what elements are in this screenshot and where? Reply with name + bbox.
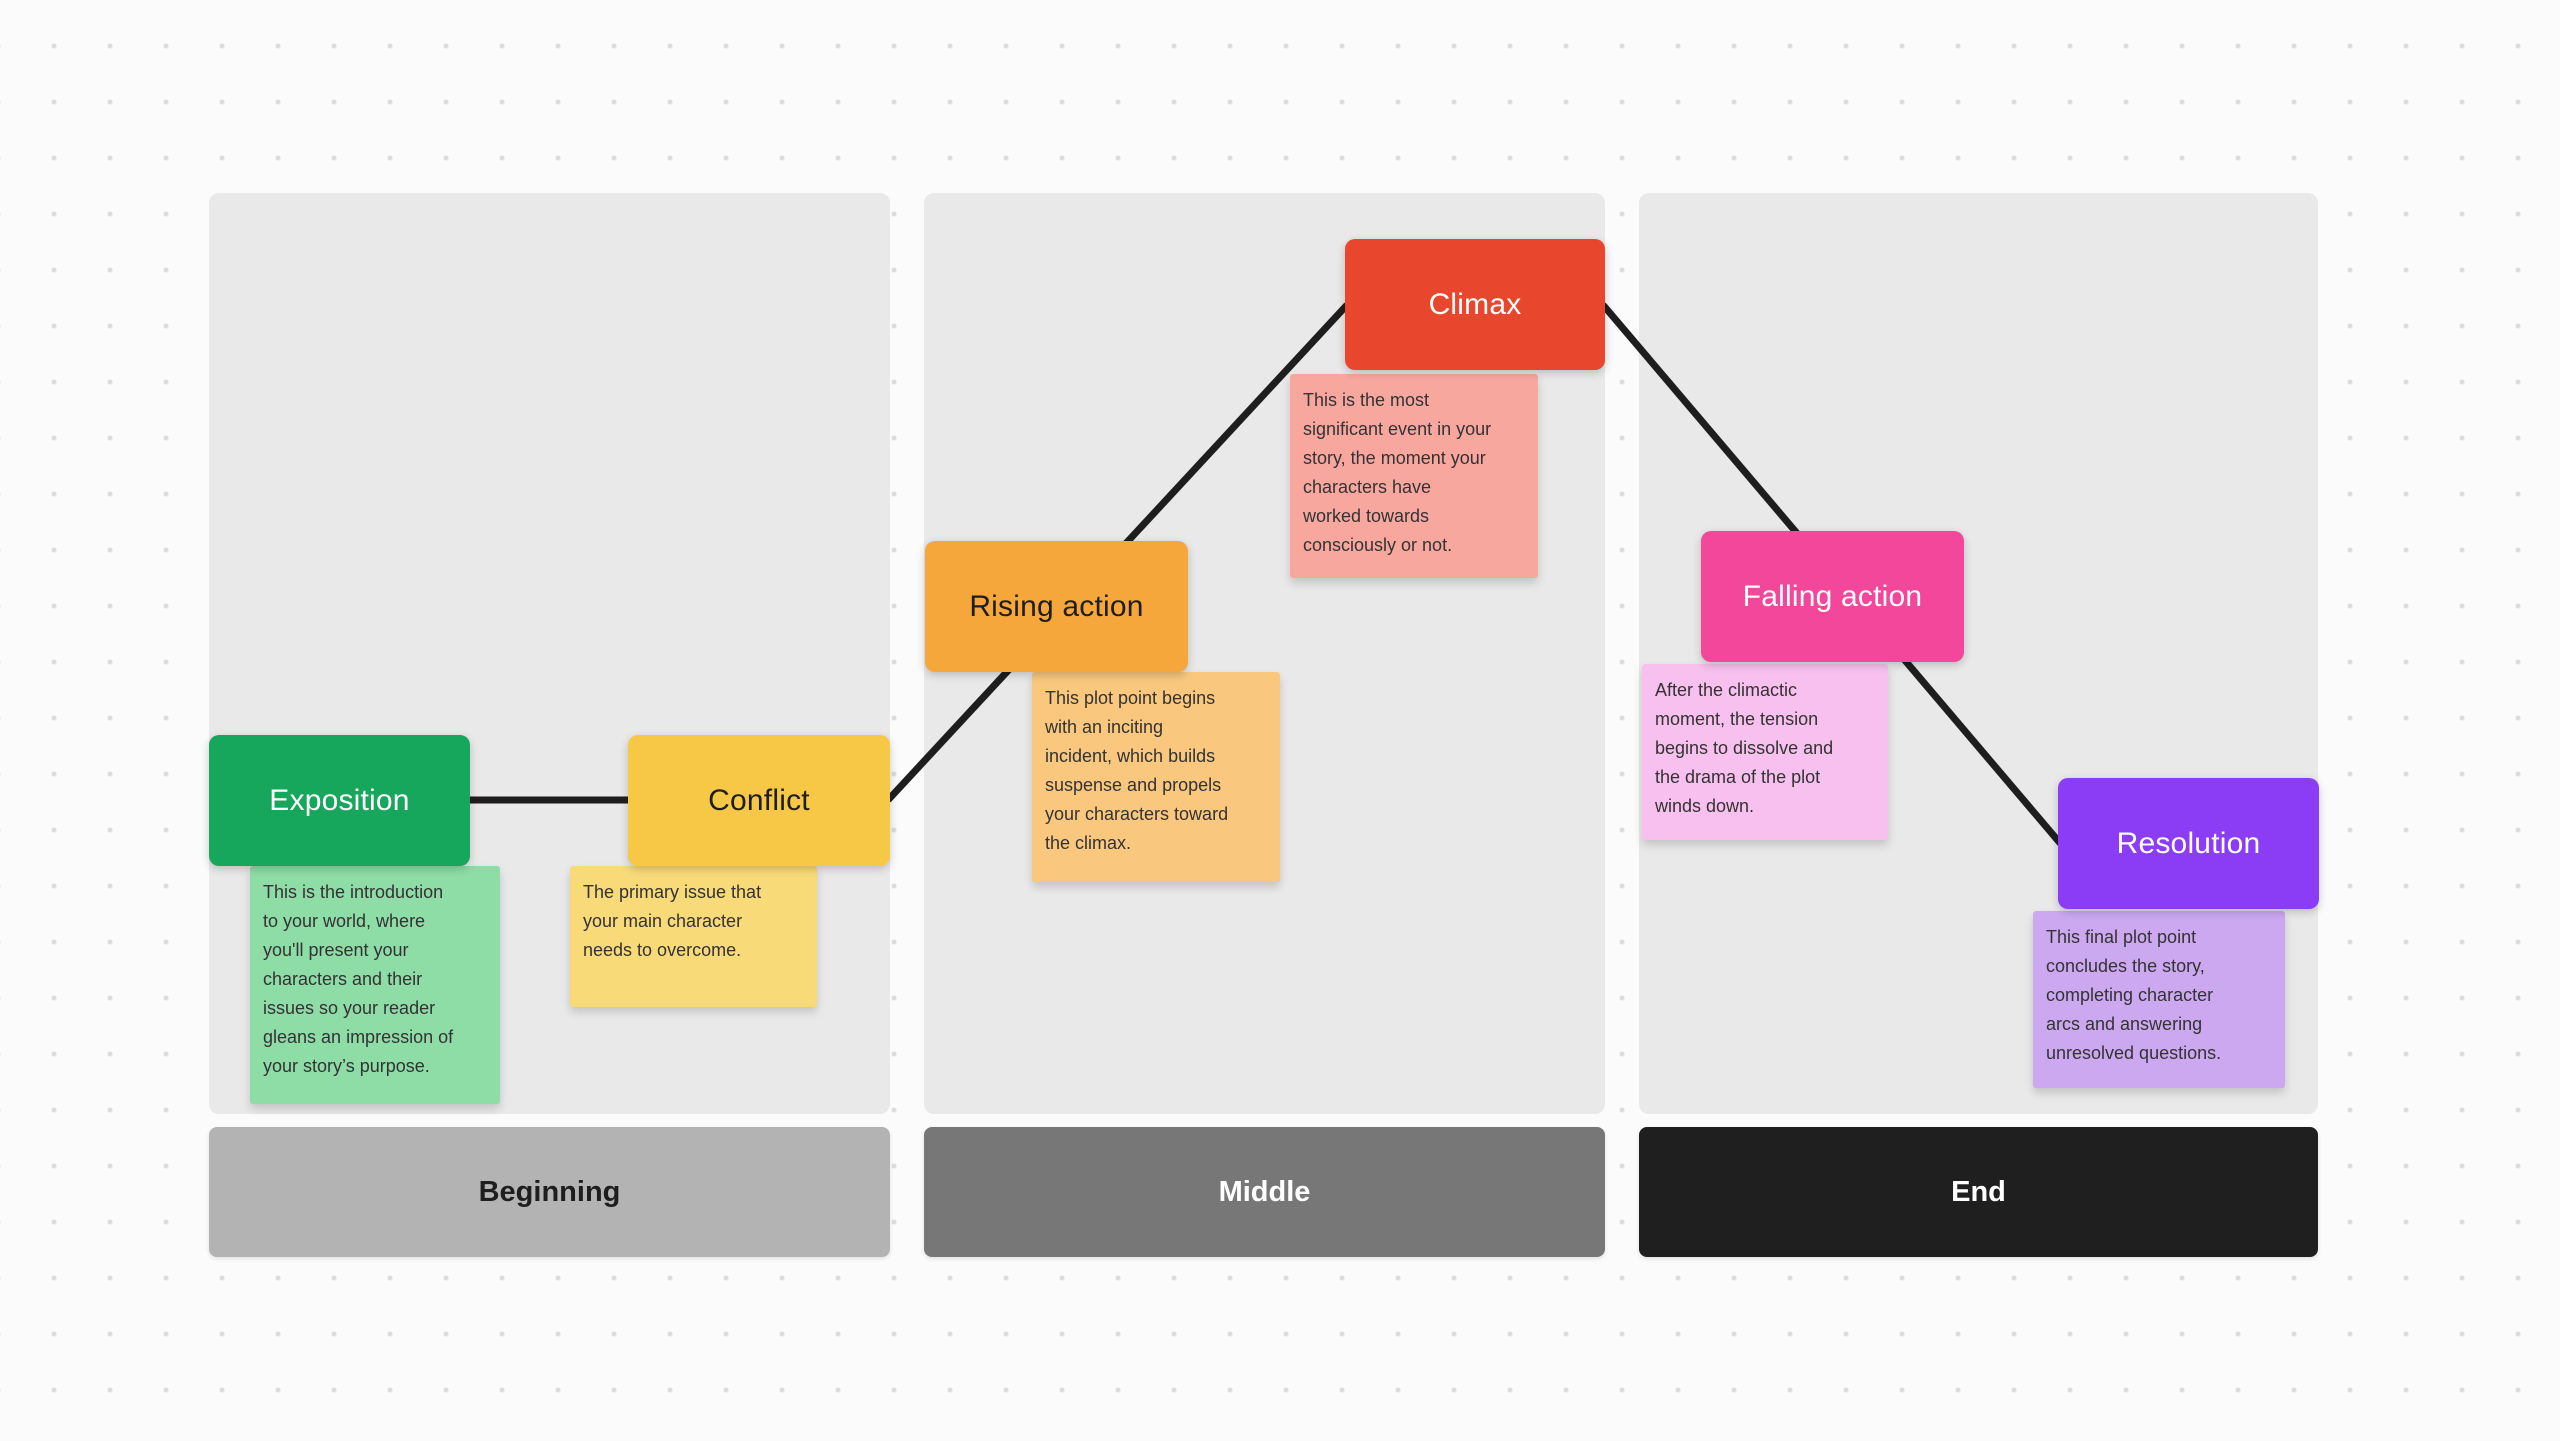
plot-point-label-resolution: Resolution — [2116, 826, 2261, 860]
plot-point-label-climax: Climax — [1428, 287, 1522, 321]
section-bar-beginning[interactable]: Beginning — [209, 1127, 890, 1257]
sticky-note-exposition[interactable]: This is the introduction to your world, … — [250, 866, 500, 1104]
plot-point-box-falling-action[interactable]: Falling action — [1701, 531, 1964, 662]
sticky-note-falling-action[interactable]: After the climactic moment, the tension … — [1642, 664, 1888, 840]
sticky-note-rising-action[interactable]: This plot point begins with an inciting … — [1032, 672, 1280, 882]
plot-point-label-conflict: Conflict — [708, 783, 810, 817]
sticky-note-conflict[interactable]: The primary issue that your main charact… — [570, 866, 817, 1007]
plot-point-box-resolution[interactable]: Resolution — [2058, 778, 2319, 909]
plot-point-box-climax[interactable]: Climax — [1345, 239, 1605, 370]
sticky-note-climax[interactable]: This is the most significant event in yo… — [1290, 374, 1538, 578]
section-bar-middle[interactable]: Middle — [924, 1127, 1605, 1257]
plot-point-label-falling-action: Falling action — [1742, 579, 1923, 613]
sticky-note-resolution[interactable]: This final plot point concludes the stor… — [2033, 911, 2285, 1088]
plot-point-label-rising-action: Rising action — [969, 589, 1144, 623]
plot-point-box-rising-action[interactable]: Rising action — [925, 541, 1188, 672]
section-bar-end[interactable]: End — [1639, 1127, 2318, 1257]
plot-point-label-exposition: Exposition — [269, 783, 410, 817]
plot-point-box-conflict[interactable]: Conflict — [628, 735, 890, 866]
plot-point-box-exposition[interactable]: Exposition — [209, 735, 470, 866]
